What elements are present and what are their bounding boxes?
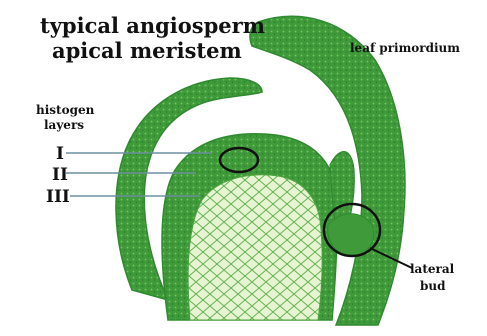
layer-3-label: III xyxy=(46,187,70,207)
histogen-label-line-1: histogen xyxy=(36,103,95,117)
lateral-bud-label-line-2: bud xyxy=(420,279,446,293)
layer-2-label: II xyxy=(52,165,68,185)
leaf-primordium-label: leaf primordium xyxy=(350,41,460,55)
lateral-bud-label-line-1: lateral xyxy=(410,262,455,276)
title-line-1: typical angiosperm xyxy=(40,13,265,38)
histogen-label-line-2: layers xyxy=(44,118,84,132)
layer-1-label: I xyxy=(56,144,64,164)
title-line-2: apical meristem xyxy=(52,38,242,63)
core-cell-region xyxy=(188,175,322,320)
